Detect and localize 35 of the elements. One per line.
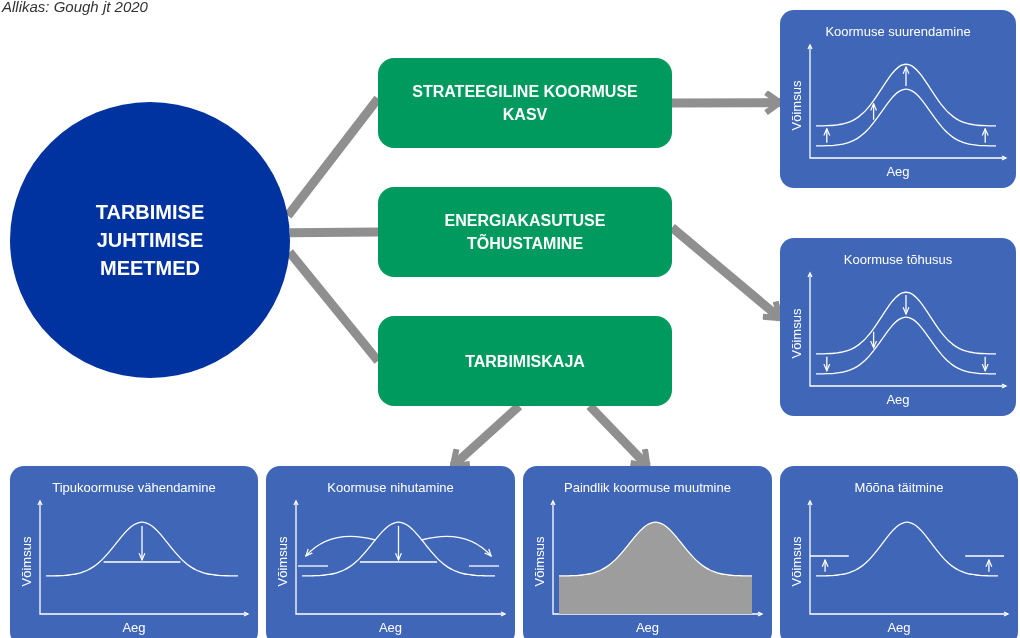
node-label: TARBIMISKAJA: [464, 351, 586, 372]
chart-panel: [523, 466, 772, 638]
axis-label: Võimsus: [531, 535, 547, 589]
axis-label: Aeg: [886, 620, 912, 635]
chart-panel: [780, 466, 1018, 638]
node-label: TARBIMISE JUHTIMISE MEETMED: [94, 200, 206, 281]
axis-label: Aeg: [885, 392, 911, 407]
panel-title: Koormuse suurendamine: [824, 24, 972, 39]
measure-box: [378, 316, 672, 406]
chart-panel: [780, 238, 1016, 416]
axis-label: Aeg: [885, 164, 911, 179]
node-label: ENERGIAKASUTUSE TÕHUSTAMINE: [443, 211, 607, 254]
axis-label: Võimsus: [788, 79, 804, 133]
panel-title: Koormuse nihutamine: [326, 480, 455, 495]
axis-label: Võimsus: [18, 535, 34, 589]
panel-title: Koormuse tõhusus: [842, 252, 954, 267]
panel-title: Tipukoormuse vähendamine: [51, 480, 217, 495]
axis-label: Võimsus: [274, 535, 290, 589]
chart-panel: [10, 466, 258, 638]
axis-label: Aeg: [634, 620, 661, 635]
panel-title: Paindlik koormuse muutmine: [563, 480, 732, 495]
arrow: [669, 224, 783, 322]
chart-panel: [266, 466, 515, 638]
arrow: [672, 89, 783, 116]
node-label: STRATEEGILINE KOORMUSE KASV: [411, 82, 639, 125]
measure-box: [378, 58, 672, 148]
measure-box: [378, 187, 672, 277]
axis-label: Võimsus: [788, 307, 804, 361]
chart-panel: [780, 10, 1016, 188]
axis-label: Võimsus: [788, 535, 804, 589]
panel-title: Mõõna täitmine: [853, 480, 945, 495]
connector-line: [289, 227, 379, 238]
source-note: Allikas: Gough jt 2020: [2, 0, 148, 15]
axis-label: Aeg: [377, 620, 404, 635]
axis-label: Aeg: [121, 620, 147, 635]
